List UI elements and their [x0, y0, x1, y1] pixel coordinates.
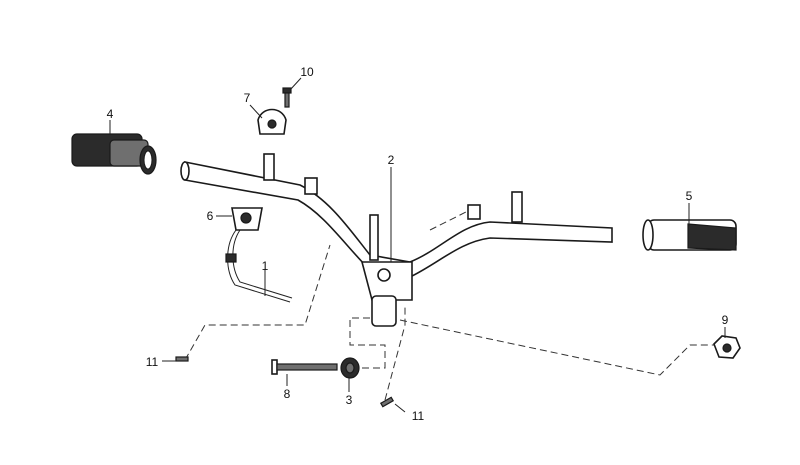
left-grip: [71, 133, 157, 175]
assembly-guide-lines: [184, 209, 720, 401]
leader-lines: [109, 77, 726, 413]
screw-11-right: [379, 396, 395, 408]
callout-9: 9: [722, 313, 729, 327]
callout-5: 5: [686, 189, 693, 203]
small-screw: [282, 87, 292, 108]
clamp-bracket: [231, 207, 263, 231]
callout-3: 3: [346, 393, 353, 407]
callout-1: 1: [262, 259, 269, 273]
screw-11-left: [175, 356, 189, 362]
saddle-clip: [257, 108, 287, 135]
bolt: [271, 359, 338, 375]
callout-labels: 1 2 3 4 5 6 7 8 9 10 11 11: [107, 65, 729, 423]
hex-nut: [713, 335, 741, 359]
callout-2: 2: [388, 153, 395, 167]
callout-11-left: 11: [146, 355, 159, 369]
callout-7: 7: [244, 91, 251, 105]
stem-clamp: [360, 214, 413, 327]
right-grip: [642, 219, 737, 251]
callout-10: 10: [300, 65, 314, 79]
callout-8: 8: [284, 387, 291, 401]
callout-6: 6: [207, 209, 214, 223]
collar-nut: [340, 357, 360, 379]
cable-wire: [225, 229, 293, 303]
callout-11-right: 11: [412, 409, 425, 423]
handlebar-tube: [180, 153, 613, 277]
callout-4: 4: [107, 107, 114, 121]
